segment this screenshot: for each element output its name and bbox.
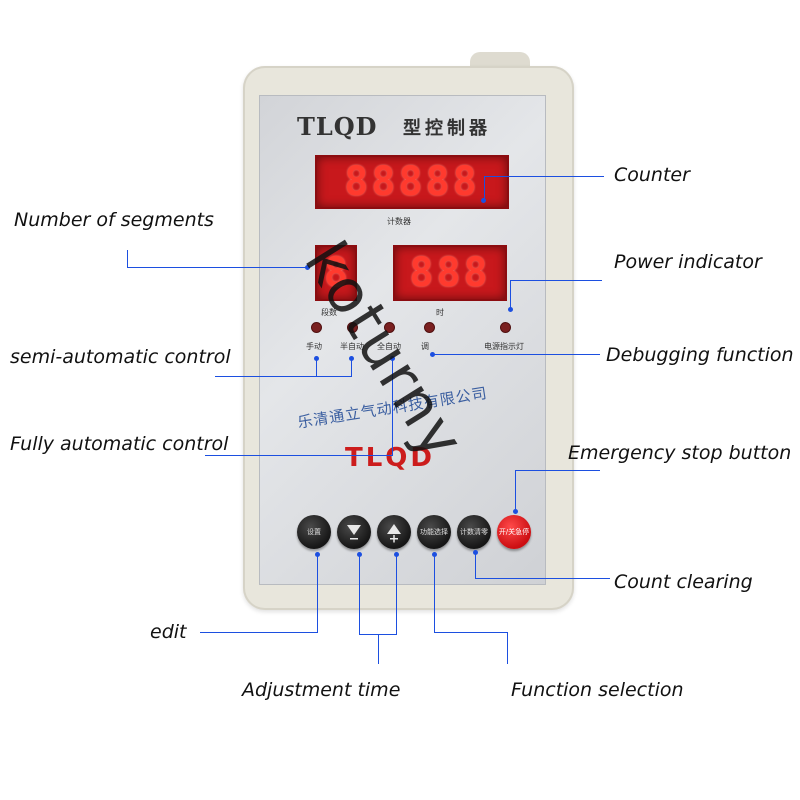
edit-callout: edit <box>150 621 187 643</box>
time-label: 时 <box>436 308 444 317</box>
count-clear-callout-dot <box>473 550 478 555</box>
segments-callout-line-v <box>127 250 128 268</box>
semi-auto-callout-line-v2 <box>351 358 352 376</box>
device-subtitle: 型控制器 <box>403 118 491 139</box>
function-callout-dot <box>432 552 437 557</box>
power-callout: Power indicator <box>614 251 762 273</box>
count-clear-callout-line <box>475 578 610 579</box>
segments-display: 8 <box>315 245 357 301</box>
estop-callout-line-v <box>515 470 516 512</box>
estop-callout-line <box>515 470 600 471</box>
debug-indicator <box>424 322 435 333</box>
time-display: 888 <box>393 245 507 301</box>
counter-callout-line <box>484 176 604 177</box>
power-callout-line <box>510 280 602 281</box>
down-minus-button[interactable] <box>337 515 371 549</box>
debug-callout-dot <box>430 352 435 357</box>
power-callout-dot <box>508 307 513 312</box>
function-select-button[interactable]: 功能选择 <box>417 515 451 549</box>
full-auto-indicator <box>384 322 395 333</box>
semi-auto-indicator <box>347 322 358 333</box>
function-select-callout: Function selection <box>511 679 684 701</box>
semi-auto-callout-dot <box>349 356 354 361</box>
count-clear-button[interactable]: 计数清零 <box>457 515 491 549</box>
function-callout-line <box>434 632 508 633</box>
manual-callout-dot <box>314 356 319 361</box>
counter-label: 计数器 <box>387 217 411 226</box>
triangle-down-icon <box>347 525 361 540</box>
manual-label: 手动 <box>306 342 322 351</box>
triangle-up-icon <box>387 524 401 543</box>
debug-callout-line <box>432 354 600 355</box>
edit-callout-line-v <box>317 555 318 633</box>
power-label: 电源指示灯 <box>484 342 524 351</box>
adjust-callout-line-v2 <box>396 555 397 635</box>
segments-callout-line <box>127 267 307 268</box>
up-callout-dot <box>394 552 399 557</box>
full-auto-callout-line-v <box>392 358 393 456</box>
adjust-callout-line-v3 <box>378 634 379 664</box>
segments-callout-dot <box>305 265 310 270</box>
function-callout-line-v1 <box>434 555 435 633</box>
count-clear-callout-line-v <box>475 552 476 579</box>
emergency-stop-button[interactable]: 开/关急停 <box>497 515 531 549</box>
semi-auto-label: 半自动 <box>340 342 364 351</box>
debug-callout: Debugging function <box>606 344 794 366</box>
estop-callout-dot <box>513 509 518 514</box>
full-auto-label: 全自动 <box>377 342 401 351</box>
edit-callout-line <box>200 632 318 633</box>
semi-auto-callout-line <box>215 376 352 377</box>
brand-logo: TLQD <box>345 443 435 473</box>
power-callout-line-v <box>510 280 511 310</box>
counter-callout-line-v <box>484 176 485 200</box>
set-button[interactable]: 设置 <box>297 515 331 549</box>
segments-callout: Number of segments <box>14 209 214 231</box>
full-auto-callout: Fully automatic control <box>10 433 229 455</box>
semi-auto-callout: semi-automatic control <box>10 346 231 368</box>
down-callout-dot <box>357 552 362 557</box>
full-auto-callout-dot <box>390 356 395 361</box>
counter-display: 88888 <box>315 155 509 209</box>
full-auto-callout-line <box>205 455 393 456</box>
function-callout-line-v2 <box>507 632 508 664</box>
debug-label: 调 <box>421 342 429 351</box>
power-indicator <box>500 322 511 333</box>
counter-callout-dot <box>481 198 486 203</box>
emergency-stop-callout: Emergency stop button <box>568 442 792 464</box>
edit-callout-dot <box>315 552 320 557</box>
adjust-callout-line-v1 <box>359 555 360 635</box>
semi-auto-callout-line-v1 <box>316 358 317 376</box>
counter-callout: Counter <box>614 164 690 186</box>
count-clear-callout: Count clearing <box>614 571 753 593</box>
up-plus-button[interactable] <box>377 515 411 549</box>
segments-label: 段数 <box>321 308 337 317</box>
adjust-time-callout: Adjustment time <box>242 679 401 701</box>
manual-indicator <box>311 322 322 333</box>
device-title: TLQD <box>297 112 378 141</box>
